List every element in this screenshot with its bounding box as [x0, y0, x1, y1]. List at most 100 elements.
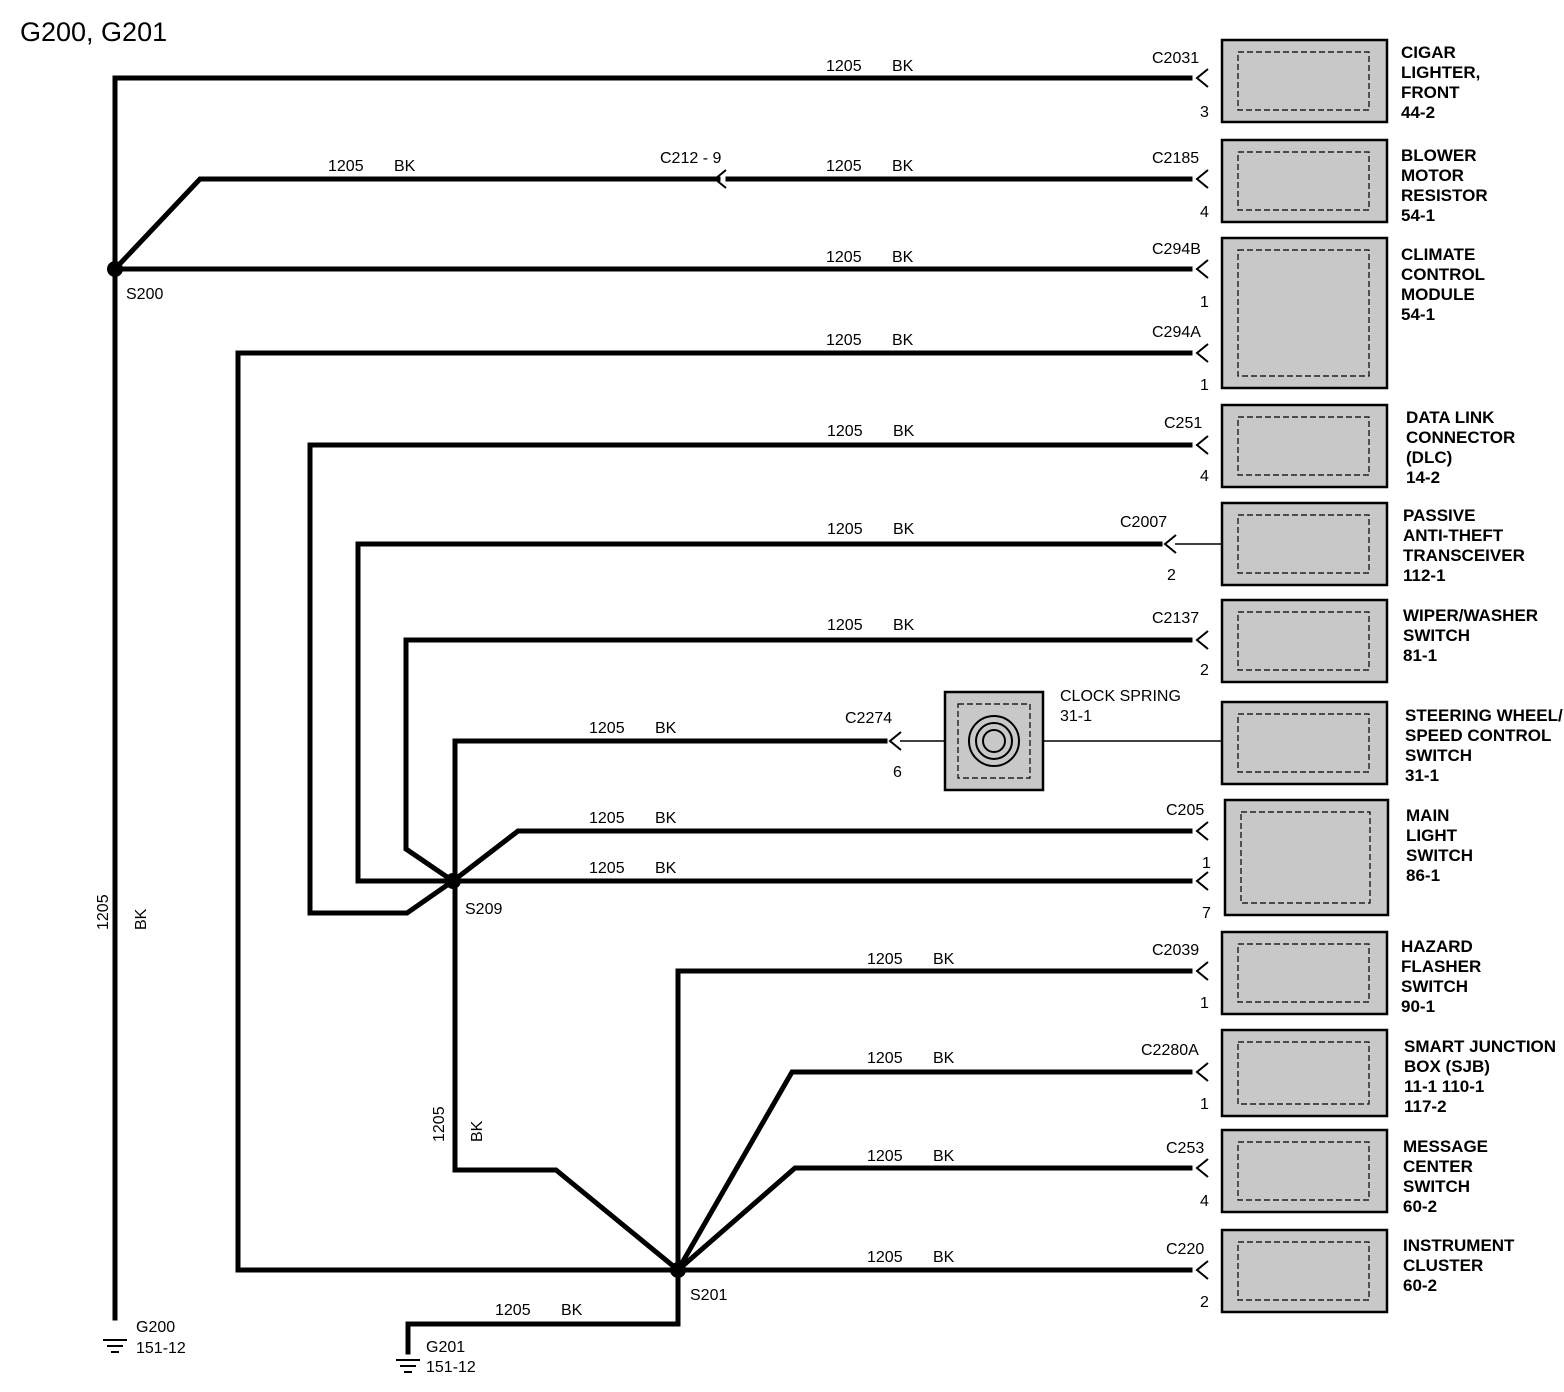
component-label: DATA LINK: [1406, 408, 1495, 427]
pin-number: 1: [1200, 1096, 1209, 1113]
box-main-light-switch-outline: [1240, 811, 1371, 904]
page-title: G200, G201: [20, 17, 167, 47]
component-label: RESISTOR: [1401, 186, 1488, 205]
component-label: 112-1: [1403, 566, 1446, 585]
wire-c205: [449, 828, 1193, 885]
ground-wire-g201: [405, 1267, 681, 1355]
clock-spring-coil-icon: [968, 715, 1020, 767]
component-label: PASSIVE: [1403, 506, 1475, 525]
pin-number: 1: [1200, 377, 1209, 394]
connector-arrow-icon: [1195, 1062, 1209, 1082]
component-label: SWITCH: [1405, 746, 1472, 765]
connector-arrow-icon: [888, 731, 902, 751]
component-label: 60-2: [1403, 1197, 1437, 1216]
wire-s209-s201: [452, 878, 682, 1274]
component-label: CLUSTER: [1403, 1256, 1483, 1275]
connector-label: C2039: [1152, 942, 1199, 959]
clock-spring-coil-icon: [975, 722, 1013, 760]
connector-arrow-icon: [1195, 169, 1209, 189]
connector-label: C2274: [845, 710, 892, 727]
wire-c212: [111, 176, 721, 273]
pin-number: 2: [1200, 1294, 1209, 1311]
box-instrument-cluster: [1220, 1228, 1389, 1314]
component-label: CONTROL: [1401, 265, 1485, 284]
connector-label: C205: [1166, 802, 1204, 819]
wire-color-label: BK: [133, 908, 150, 930]
component-label: INSTRUMENT: [1403, 1236, 1515, 1255]
box-message-center-switch: [1220, 1128, 1389, 1214]
wire-circuit-label: 1205: [826, 249, 862, 266]
box-cigar-lighter: [1220, 38, 1389, 124]
component-label: 117-2: [1404, 1097, 1447, 1116]
component-label: 54-1: [1401, 305, 1435, 324]
connector-arrow-icon: [713, 169, 727, 189]
wire-circuit-label: 1205: [431, 1106, 448, 1142]
component-label: 11-1 110-1: [1404, 1077, 1484, 1096]
component-label: MOTOR: [1401, 166, 1464, 185]
wire-color-label: BK: [394, 158, 416, 175]
component-label: SWITCH: [1406, 846, 1473, 865]
wire-c2274: [452, 738, 888, 884]
ground-ref: 151-12: [136, 1340, 186, 1357]
splice-s201-icon: [670, 1262, 686, 1278]
inline-connector-label: C212 - 9: [660, 150, 721, 167]
wire-color-label: BK: [655, 810, 677, 827]
component-label: 14-2: [1406, 468, 1440, 487]
wire-circuit-label: 1205: [826, 58, 862, 75]
component-label: CIGAR: [1401, 43, 1456, 62]
connector-label: C2185: [1152, 150, 1199, 167]
connector-arrow-icon: [1163, 534, 1177, 554]
connector-label: C253: [1166, 1140, 1204, 1157]
box-main-light-switch: [1223, 798, 1390, 917]
wire-color-label: BK: [893, 617, 915, 634]
splice-s209-icon: [445, 873, 461, 889]
connector-arrow-icon: [1195, 821, 1209, 841]
wire-color-label: BK: [893, 423, 915, 440]
wire-circuit-label: 1205: [867, 1050, 903, 1067]
wire-circuit-label: 1205: [867, 1249, 903, 1266]
ground-ref: 151-12: [426, 1359, 476, 1376]
wire-circuit-label: 1205: [827, 617, 863, 634]
splice-label: S209: [465, 901, 502, 918]
wire-color-label: BK: [469, 1120, 486, 1142]
box-wiper-washer-switch: [1220, 598, 1389, 684]
ground-name: G200: [136, 1319, 175, 1336]
wire-c2280a: [674, 1069, 1193, 1274]
wire-circuit-label: 1205: [589, 720, 625, 737]
pin-number: 1: [1200, 995, 1209, 1012]
wire-circuit-label: 1205: [867, 1148, 903, 1165]
connector-label: C294A: [1152, 324, 1201, 341]
component-label: CONNECTOR: [1406, 428, 1515, 447]
connector-arrow-icon: [1195, 630, 1209, 650]
pin-number: 2: [1167, 567, 1176, 584]
connector-arrow-icon: [1195, 259, 1209, 279]
box-smart-junction-box: [1220, 1028, 1389, 1118]
pin-number: 1: [1200, 294, 1209, 311]
box-wiper-washer-switch-outline: [1237, 611, 1370, 671]
component-label: SWITCH: [1403, 626, 1470, 645]
clock-spring-outline: [957, 703, 1031, 779]
connector-arrow-icon: [1195, 1158, 1209, 1178]
connector-label: C251: [1164, 415, 1202, 432]
connector-arrow-icon: [1195, 68, 1209, 88]
component-label: MODULE: [1401, 285, 1475, 304]
component-label: FLASHER: [1401, 957, 1481, 976]
component-label: CLIMATE: [1401, 245, 1475, 264]
connector-label: C2007: [1120, 514, 1167, 531]
wire-circuit-label: 1205: [826, 158, 862, 175]
component-label: LIGHTER,: [1401, 63, 1480, 82]
wire-c2137: [403, 637, 1193, 885]
clock-spring-name: CLOCK SPRING: [1060, 688, 1181, 705]
wire-circuit-label: 1205: [827, 423, 863, 440]
connector-arrow-icon: [1195, 435, 1209, 455]
wire-color-label: BK: [892, 158, 914, 175]
wire-color-label: BK: [933, 951, 955, 968]
component-label: STEERING WHEEL/: [1405, 706, 1563, 725]
wire-color-label: BK: [892, 332, 914, 349]
component-label: 31-1: [1405, 766, 1439, 785]
splice-nodes: [103, 261, 686, 1373]
component-label: TRANSCEIVER: [1403, 546, 1525, 565]
box-instrument-cluster-outline: [1237, 1241, 1370, 1301]
box-message-center-switch-outline: [1237, 1141, 1370, 1201]
